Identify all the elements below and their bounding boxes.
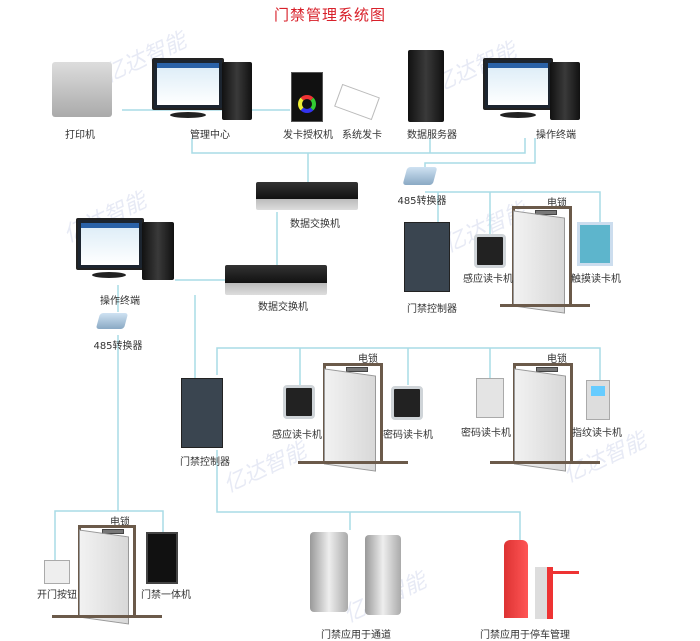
converter-icon bbox=[95, 313, 129, 329]
parking-label: 门禁应用于停车管理 bbox=[480, 630, 570, 641]
diagram-title: 门禁管理系统图 bbox=[273, 6, 387, 24]
proximity-reader-icon bbox=[283, 385, 315, 419]
converter-2-label: 485转换器 bbox=[93, 341, 143, 352]
management-center-label: 管理中心 bbox=[190, 130, 230, 141]
turnstile-label: 门禁应用于通道 bbox=[321, 630, 391, 641]
barrier-gate-icon bbox=[535, 567, 553, 619]
electric-lock-icon bbox=[346, 367, 368, 372]
password-reader-icon bbox=[391, 386, 423, 420]
floor-line bbox=[52, 615, 162, 618]
turnstile-icon bbox=[365, 535, 401, 615]
keypad-reader-icon bbox=[476, 378, 504, 418]
floor-line bbox=[298, 461, 408, 464]
fingerprint-reader-label: 指纹读卡机 bbox=[572, 428, 622, 439]
exit-button-icon bbox=[44, 560, 70, 584]
card-issuer-label: 发卡授权机 bbox=[283, 130, 333, 141]
printer-icon bbox=[52, 62, 112, 117]
exit-button-label: 开门按钮 bbox=[37, 590, 77, 601]
controller-icon bbox=[181, 378, 223, 448]
operator-terminal-2-label: 操作终端 bbox=[100, 296, 140, 307]
proximity-reader-icon bbox=[474, 234, 506, 268]
touch-reader-label: 触摸读卡机 bbox=[571, 274, 621, 285]
electric-lock-label: 电锁 bbox=[110, 517, 130, 528]
switch-1-label: 数据交换机 bbox=[290, 219, 340, 230]
switch-icon bbox=[225, 265, 327, 295]
password-reader-2-label: 密码读卡机 bbox=[461, 428, 511, 439]
controller-2-label: 门禁控制器 bbox=[180, 457, 230, 468]
all-in-one-icon bbox=[146, 532, 178, 584]
door-icon bbox=[324, 368, 376, 472]
system-card-label: 系统发卡 bbox=[342, 130, 382, 141]
electric-lock-label: 电锁 bbox=[358, 354, 378, 365]
converter-icon bbox=[402, 167, 438, 185]
electric-lock-label: 电锁 bbox=[547, 354, 567, 365]
touch-reader-icon bbox=[577, 222, 613, 266]
door-icon bbox=[514, 368, 566, 472]
electric-lock-label: 电锁 bbox=[547, 198, 567, 209]
proximity-reader-label: 感应读卡机 bbox=[272, 430, 322, 441]
floor-line bbox=[500, 304, 590, 307]
parking-terminal-icon bbox=[504, 540, 528, 618]
fingerprint-reader-icon bbox=[586, 380, 610, 420]
electric-lock-icon bbox=[536, 367, 558, 372]
controller-label: 门禁控制器 bbox=[407, 304, 457, 315]
turnstile-icon bbox=[310, 532, 348, 612]
data-server-label: 数据服务器 bbox=[407, 130, 457, 141]
operator-terminal-label: 操作终端 bbox=[536, 130, 576, 141]
all-in-one-label: 门禁一体机 bbox=[141, 590, 191, 601]
switch-2-label: 数据交换机 bbox=[258, 302, 308, 313]
door-icon bbox=[513, 210, 565, 314]
proximity-reader-label: 感应读卡机 bbox=[463, 274, 513, 285]
door-icon bbox=[79, 529, 129, 625]
printer-label: 打印机 bbox=[65, 130, 95, 141]
converter-label: 485转换器 bbox=[397, 196, 447, 207]
barrier-arm bbox=[553, 571, 579, 574]
card-issuer-icon bbox=[291, 72, 323, 122]
floor-line bbox=[490, 461, 600, 464]
password-reader-1-label: 密码读卡机 bbox=[383, 430, 433, 441]
switch-icon bbox=[256, 182, 358, 210]
server-icon bbox=[408, 50, 444, 122]
controller-icon bbox=[404, 222, 450, 292]
